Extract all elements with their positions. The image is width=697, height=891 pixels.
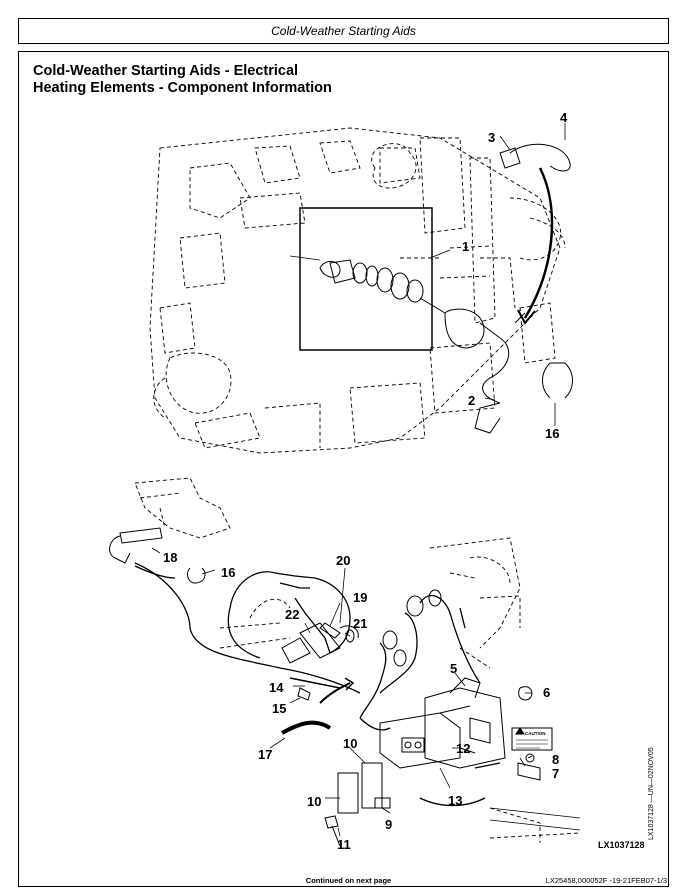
callout-17: 17 [258,747,272,762]
callout-16b: 16 [221,565,235,580]
document-reference: LX25458,000052F -19-21FEB07-1/3 [545,876,667,885]
callout-18: 18 [163,550,177,565]
routing-arrow [319,682,351,704]
caution-text: CAUTION [525,731,546,736]
mounting-nut [517,762,541,781]
figure-vertical-id: LX1037128 —UN—02NOV05 [648,747,655,840]
bolt [324,815,341,847]
protective-hose [281,720,332,735]
page-header: Cold-Weather Starting Aids [18,18,669,44]
mounting-bracket [281,622,341,664]
section-title: Cold-Weather Starting Aids - Electrical … [33,63,332,97]
callout-4: 4 [560,110,568,125]
callout-2: 2 [468,393,475,408]
relay-bracket [424,677,506,769]
technical-illustration: CAUTION 1 2 3 4 5 6 7 8 9 10 10 11 12 13… [109,110,581,852]
foam-pads [337,762,383,814]
connector-plug [339,625,359,639]
callout-9: 9 [385,817,392,832]
figure-id: LX1037128 [598,840,645,850]
hose-clamp [499,147,521,169]
header-title: Cold-Weather Starting Aids [271,24,416,38]
heater-power-cord [444,308,526,434]
tie-strap [542,362,573,399]
section-title-line2: Heating Elements - Component Information [33,80,332,96]
callout-12: 12 [456,741,470,756]
callout-10a: 10 [343,736,357,751]
callout-6: 6 [543,685,550,700]
continued-note: Continued on next page [305,876,392,885]
content-frame [18,51,669,887]
retaining-clip [518,686,533,701]
callout-19: 19 [353,590,367,605]
callout-10b: 10 [307,794,321,809]
callout-7: 7 [552,766,559,781]
section-title-line1: Cold-Weather Starting Aids - Electrical [33,63,299,79]
tie-strap-lower [187,567,206,584]
callout-1: 1 [462,239,469,254]
heater-controller [379,712,476,769]
pad-bracket [374,797,391,809]
callout-8: 8 [552,752,559,767]
engine-block-outline [149,127,566,454]
callout-20: 20 [336,553,350,568]
block-heater-element [319,259,446,314]
callout-21: 21 [353,616,367,631]
wiring-harness [134,562,501,807]
caution-decal [511,727,553,751]
callout-14: 14 [269,680,284,695]
temperature-sensor [119,527,163,544]
cable-clip [297,687,311,701]
callout-13: 13 [448,793,462,808]
callout-3: 3 [488,130,495,145]
cable-strap [509,143,571,172]
lower-engine-outline [134,477,581,843]
callout-22: 22 [285,607,299,622]
install-arrow [523,167,554,319]
callout-5: 5 [450,661,457,676]
callout-16a: 16 [545,426,559,441]
inset-detail-box [299,207,433,351]
callout-11: 11 [337,837,351,852]
split-loom [289,677,341,689]
callout-15: 15 [272,701,286,716]
